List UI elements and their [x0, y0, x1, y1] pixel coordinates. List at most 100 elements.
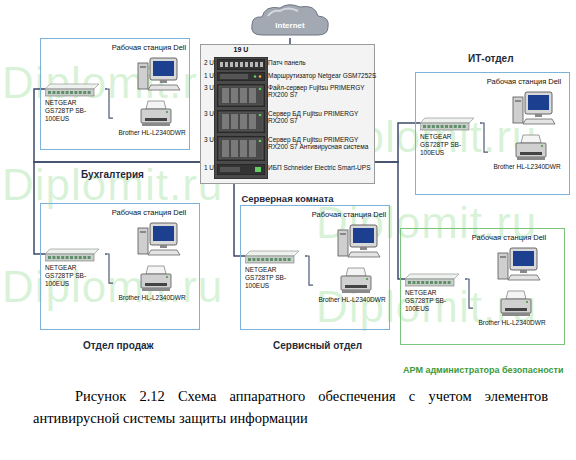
switch-top: [45, 84, 99, 89]
drive-bay: [222, 88, 229, 103]
device-label: Рабочая станция Dell: [107, 208, 191, 217]
server-led: [259, 140, 262, 143]
patch-port: [250, 62, 253, 67]
workstation-icon: [137, 222, 181, 256]
switch-top: [245, 251, 299, 256]
switch-port: [61, 256, 64, 259]
monitor-screen: [353, 228, 374, 243]
printer-base: [517, 157, 545, 160]
network-cable: [465, 279, 473, 308]
switch-port: [257, 258, 260, 261]
workstation-icon: [137, 57, 181, 91]
rack-device-icon: [217, 110, 265, 133]
device-name: Маршрутизатор Netgear GSM7252S: [268, 72, 379, 79]
workstation-node: Рабочая станция Dell: [107, 43, 191, 95]
server-led: [259, 114, 262, 117]
rack-device: [217, 164, 265, 175]
rack-device: [217, 72, 265, 81]
printer-base: [142, 288, 170, 291]
drive-bay: [249, 88, 256, 103]
rack-unit: 3 UФайл-сервер Fujitsu PRIMERGY RX200 S7: [201, 84, 379, 108]
keyboard: [508, 275, 540, 280]
unit-size: 3 U: [201, 110, 214, 117]
pc-tower: [138, 63, 148, 89]
workstation-node: Рабочая станция Dell: [107, 208, 191, 260]
status-led: [366, 278, 368, 280]
switch-port: [283, 258, 286, 261]
switch-port: [279, 258, 282, 261]
switch-port: [430, 281, 433, 284]
switch-port: [454, 125, 457, 128]
keyboard: [523, 119, 555, 124]
drive-bay: [231, 140, 238, 157]
device-name: Сервер БД Fujitsu PRIMERGY RX200 S7: [268, 110, 379, 125]
switch-port: [443, 281, 446, 284]
unit-size: 2 U: [201, 59, 214, 66]
switch-port: [70, 91, 73, 94]
cloud-highlight: [268, 9, 298, 17]
output-slot: [505, 308, 527, 311]
switch-icon: [245, 250, 299, 264]
patch-port: [225, 62, 228, 67]
switch-port: [74, 256, 77, 259]
switch-top: [45, 249, 99, 254]
printer-icon: [514, 133, 548, 161]
department-box: Отдел продажРабочая станция DellNETGEAR …: [40, 203, 200, 330]
server-led: [259, 88, 262, 91]
status-led: [166, 276, 168, 278]
paper-tray: [521, 135, 541, 143]
server-panel: [219, 138, 263, 159]
printer-base: [342, 290, 370, 293]
printer-node: Brother HL-L2340DWR: [113, 99, 191, 147]
network-cable: [105, 254, 113, 283]
department-label: ИТ-отдел: [468, 53, 514, 64]
department-box: БухгалтерияРабочая станция DellNETGEAR G…: [40, 38, 190, 150]
rack-size: 19 U: [215, 46, 267, 53]
switch-port: [48, 256, 51, 259]
watermark: Diplomit.ru: [2, 262, 223, 312]
switch-port: [427, 125, 430, 128]
pc-tower: [138, 228, 148, 254]
drive-bay: [231, 88, 238, 103]
unit-size: 1 U: [201, 72, 214, 79]
switch-port: [434, 281, 437, 284]
rack-device-icon: [217, 72, 265, 81]
patch-port: [240, 62, 243, 67]
device-label: NETGEAR GS728TP SB-100EUS: [45, 264, 105, 287]
department-box: АРМ администратора безопасностиРабочая с…: [400, 228, 565, 345]
rack-device-icon: [217, 164, 265, 175]
pc-tower: [513, 97, 523, 123]
rack-unit: 1 U Маршрутизатор Netgear GSM7252S: [201, 72, 379, 82]
monitor-screen: [513, 251, 534, 266]
cloud-label: Internet: [248, 21, 332, 30]
device-label: NETGEAR GS728TP SB-100EUS: [420, 133, 480, 156]
paper-tray: [506, 291, 526, 299]
patch-port: [245, 62, 248, 67]
switch-top: [420, 118, 474, 123]
switch-node: NETGEAR GS728TP SB-100EUS: [245, 250, 305, 290]
paper-tray: [146, 266, 166, 274]
room-label: Серверная комната: [201, 193, 374, 204]
department-label: АРМ администратора безопасности: [403, 365, 563, 375]
status-led: [526, 301, 528, 303]
switch-front: [45, 89, 94, 96]
drive-bay: [240, 140, 247, 157]
department-box: Сервисный отделРабочая станция DellNETGE…: [240, 205, 390, 330]
paper-tray: [346, 268, 366, 276]
workstation-icon: [337, 224, 381, 258]
unit-size: 3 U: [201, 84, 214, 91]
patch-port: [235, 62, 238, 67]
department-label: Сервисный отдел: [273, 340, 362, 351]
monitor-screen: [153, 61, 174, 76]
switch-port: [88, 91, 91, 94]
drive-bay: [222, 114, 229, 129]
drive-bay: [140, 231, 146, 233]
network-cable: [375, 162, 405, 279]
workstation-icon: [512, 91, 556, 125]
rack-unit: 3 UСервер БД Fujitsu PRIMERGY RX200 S7 А…: [201, 136, 379, 162]
switch-top: [405, 274, 459, 279]
device-label: Brother HL-L2340DWR: [113, 129, 191, 136]
workstation-node: Рабочая станция Dell: [467, 233, 551, 285]
rack-device-icon: [217, 136, 265, 161]
